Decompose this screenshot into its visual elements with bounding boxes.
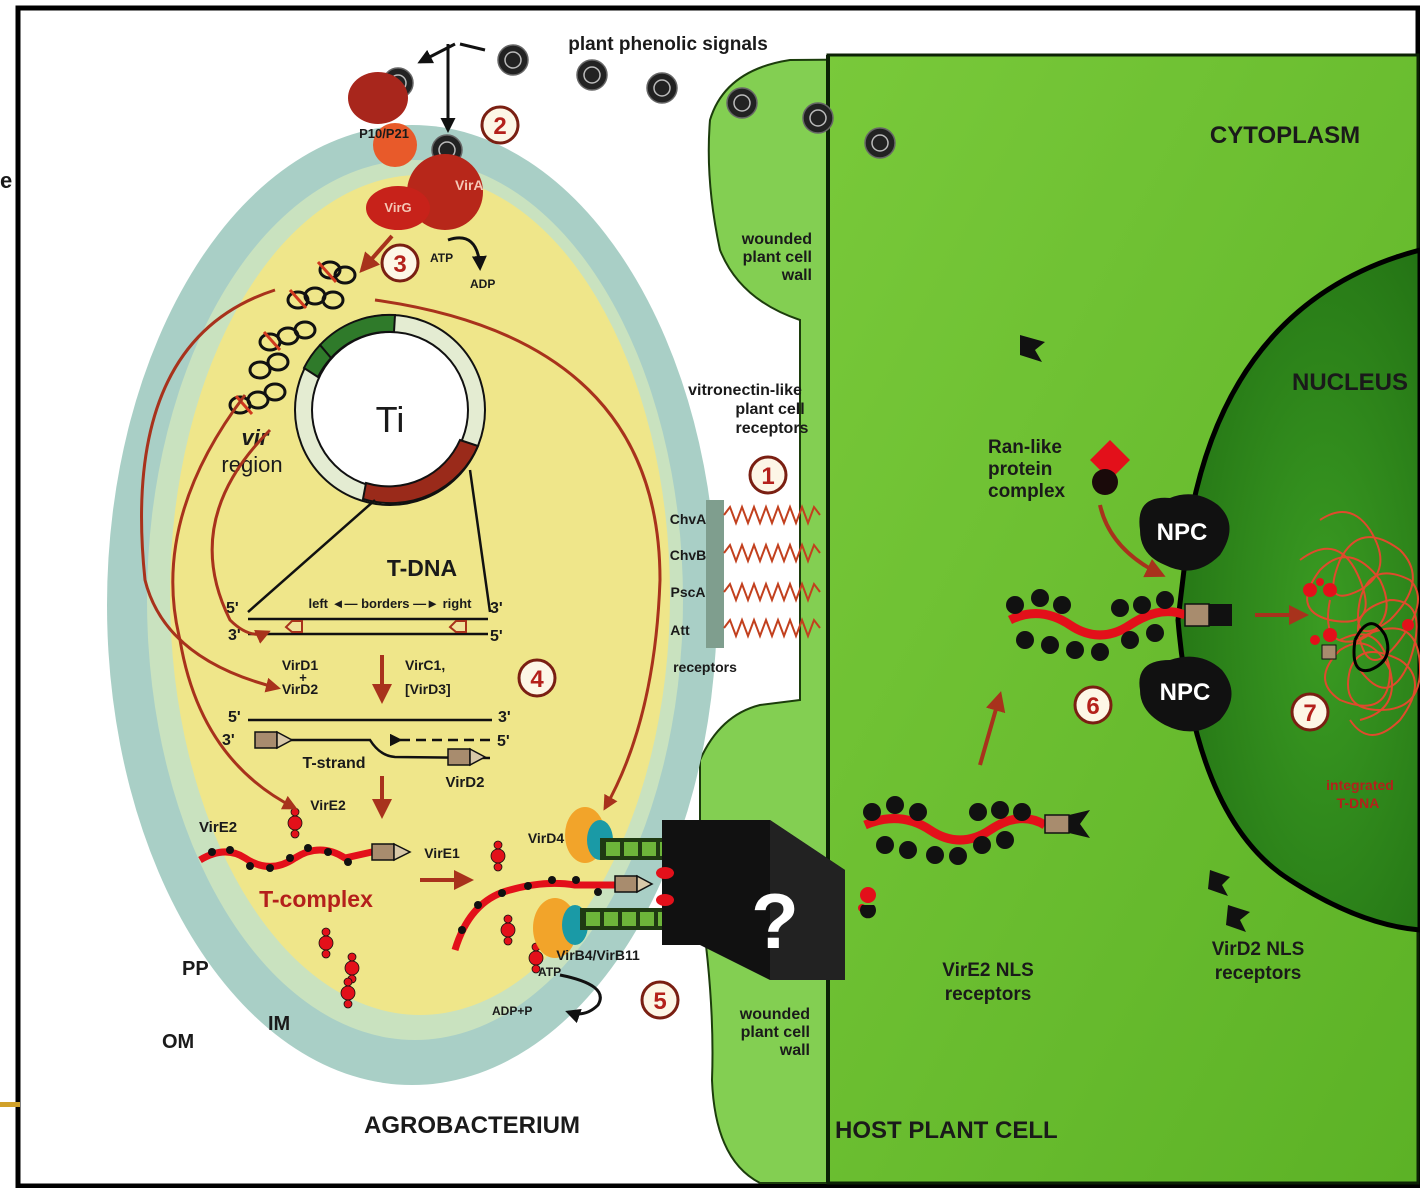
npc-vird2-cap [1185,604,1209,626]
cytoplasm-label: CYTOPLASM [1210,122,1360,149]
att-label: Att [670,622,690,638]
step-3-marker: 3 [382,245,418,281]
agrobacterium-label: AGROBACTERIUM [364,1112,580,1139]
ran-label-2: protein [988,459,1052,480]
npc-top-label: NPC [1157,519,1208,546]
wounded-wall-bottom-line2: plant cell [741,1024,810,1041]
p10-p21-label: P10/P21 [359,126,409,141]
vitronectin-label-1: vitronectin-like [688,382,802,399]
tdna-3prime-bottom: 3' [228,627,241,644]
vird2-label: VirD2 [282,681,319,697]
tstrand-3prime-top: 3' [498,709,511,726]
wounded-wall-bottom-line3: wall [779,1042,810,1059]
vird2-nls-label-1: VirD2 NLS [1212,939,1305,960]
adp-label: ADP [470,277,495,291]
step-5-marker: 5 [642,982,678,1018]
svg-text:6: 6 [1086,693,1099,720]
tdna-label: T-DNA [387,555,457,581]
host-plant-cell-label: HOST PLANT CELL [835,1117,1058,1144]
wounded-wall-top-line2: plant cell [743,249,812,266]
vird2-strand-label: VirD2 [446,774,485,791]
wounded-wall-top-line3: wall [781,267,812,284]
nucleus-label: NUCLEUS [1292,369,1408,396]
virb4-label: VirB4/VirB11 [556,947,640,963]
wounded-wall-bottom-line1: wounded [739,1006,810,1023]
tdna-5prime-bottom: 5' [490,628,503,645]
vire1-label: VirE1 [424,845,460,861]
vire2-nls-label-1: VirE2 NLS [942,960,1034,981]
vird2-nls-label-2: receptors [1215,963,1302,984]
tstrand-3prime-bottom: 3' [222,732,235,749]
virc1-label-1: VirC1, [405,657,445,673]
wounded-wall-top-line1: wounded [741,231,812,248]
tstrand-5prime-top: 5' [228,709,241,726]
attachment-membrane-bar [706,500,724,648]
step-6-marker: 6 [1075,687,1111,723]
outer-membrane-label: OM [162,1031,194,1053]
cytoplasmic-vird2-cap [1045,815,1069,833]
vird4-label: VirD4 [528,830,565,846]
vir-region-label-2: region [221,452,282,477]
npc-bottom-label: NPC [1160,679,1211,706]
borders-label: left ◄— borders —► right [309,596,473,611]
adppi-label: ADP+P [492,1004,532,1018]
vire2-label-left: VirE2 [199,819,237,836]
chvb-label: ChvB [670,547,707,563]
vird2-cap-right [448,749,470,765]
step-7-marker: 7 [1292,694,1328,730]
vird2-cap-left [255,732,277,748]
step-4-marker: 4 [519,660,555,696]
step-2-marker: 2 [482,107,518,143]
virg-label: VirG [384,200,411,215]
tcomplex-vird2-cap [372,844,394,860]
inner-membrane-label: IM [268,1013,290,1035]
vire2-nls-label-2: receptors [945,984,1032,1005]
nuclear-vird2-cap [1322,645,1336,659]
slide-accent-line [0,1102,20,1107]
atp-label: ATP [430,251,453,265]
tcomplex-label: T-complex [259,886,373,912]
vitronectin-label-3: receptors [736,420,809,437]
ran-label-1: Ran-like [988,437,1062,458]
npc-vird2-receptor [1209,604,1232,626]
svg-text:2: 2 [493,113,506,140]
integrated-label-1: integrated [1326,777,1394,793]
vira-label: VirA [455,177,484,193]
tstrand-5prime-bottom: 5' [497,733,510,750]
chva-label: ChvA [670,511,707,527]
ran-label-3: complex [988,481,1066,502]
vire2-label-center: VirE2 [310,797,346,813]
svg-text:1: 1 [761,463,774,490]
integrated-label-2: T-DNA [1337,795,1380,811]
svg-text:5: 5 [653,988,666,1015]
receptors-label: receptors [673,659,737,675]
exported-vird2-cap [615,876,637,892]
atp2-label: ATP [538,965,561,979]
svg-text:7: 7 [1303,700,1316,727]
question-mark: ? [751,877,799,965]
periplasm-label: PP [182,958,209,980]
tstrand-label: T-strand [302,755,365,772]
phenolic-signals-label: plant phenolic signals [568,34,768,55]
step-1-marker: 1 [750,457,786,493]
svg-text:3: 3 [393,251,406,278]
virc1-label-2: [VirD3] [405,681,451,697]
svg-text:4: 4 [530,666,544,693]
psca-label: PscA [670,584,705,600]
ti-label: Ti [376,399,405,440]
edge-letter: e [0,168,12,193]
vitronectin-label-2: plant cell [735,401,804,418]
tdna-3prime-top: 3' [490,600,503,617]
